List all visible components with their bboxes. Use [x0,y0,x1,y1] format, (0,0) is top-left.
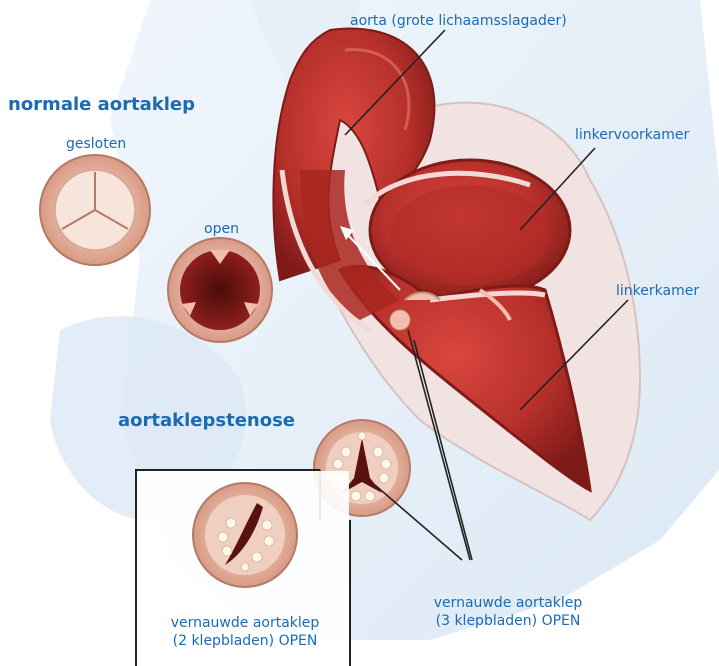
valve-stenosis-2 [193,483,297,587]
normal-valve-heading: normale aortaklep [8,94,195,116]
stenosis-heading: aortaklepstenose [118,410,295,432]
left-ventricle-label: linkerkamer [616,282,699,300]
narrowed-2-line2: (2 klepbladen) OPEN [150,632,340,650]
narrowed-3-label: vernauwde aortaklep (3 klepbladen) OPEN [408,594,608,630]
valve-open [168,238,272,342]
valve-closed [40,155,150,265]
left-atrium-label: linkervoorkamer [575,126,689,144]
closed-label: gesloten [66,135,126,153]
open-label: open [204,220,239,238]
narrowed-3-line1: vernauwde aortaklep [408,594,608,612]
narrowed-3-line2: (3 klepbladen) OPEN [408,612,608,630]
narrowed-2-label: vernauwde aortaklep (2 klepbladen) OPEN [150,614,340,650]
narrowed-2-line1: vernauwde aortaklep [150,614,340,632]
aorta-label: aorta (grote lichaamsslagader) [350,12,567,30]
